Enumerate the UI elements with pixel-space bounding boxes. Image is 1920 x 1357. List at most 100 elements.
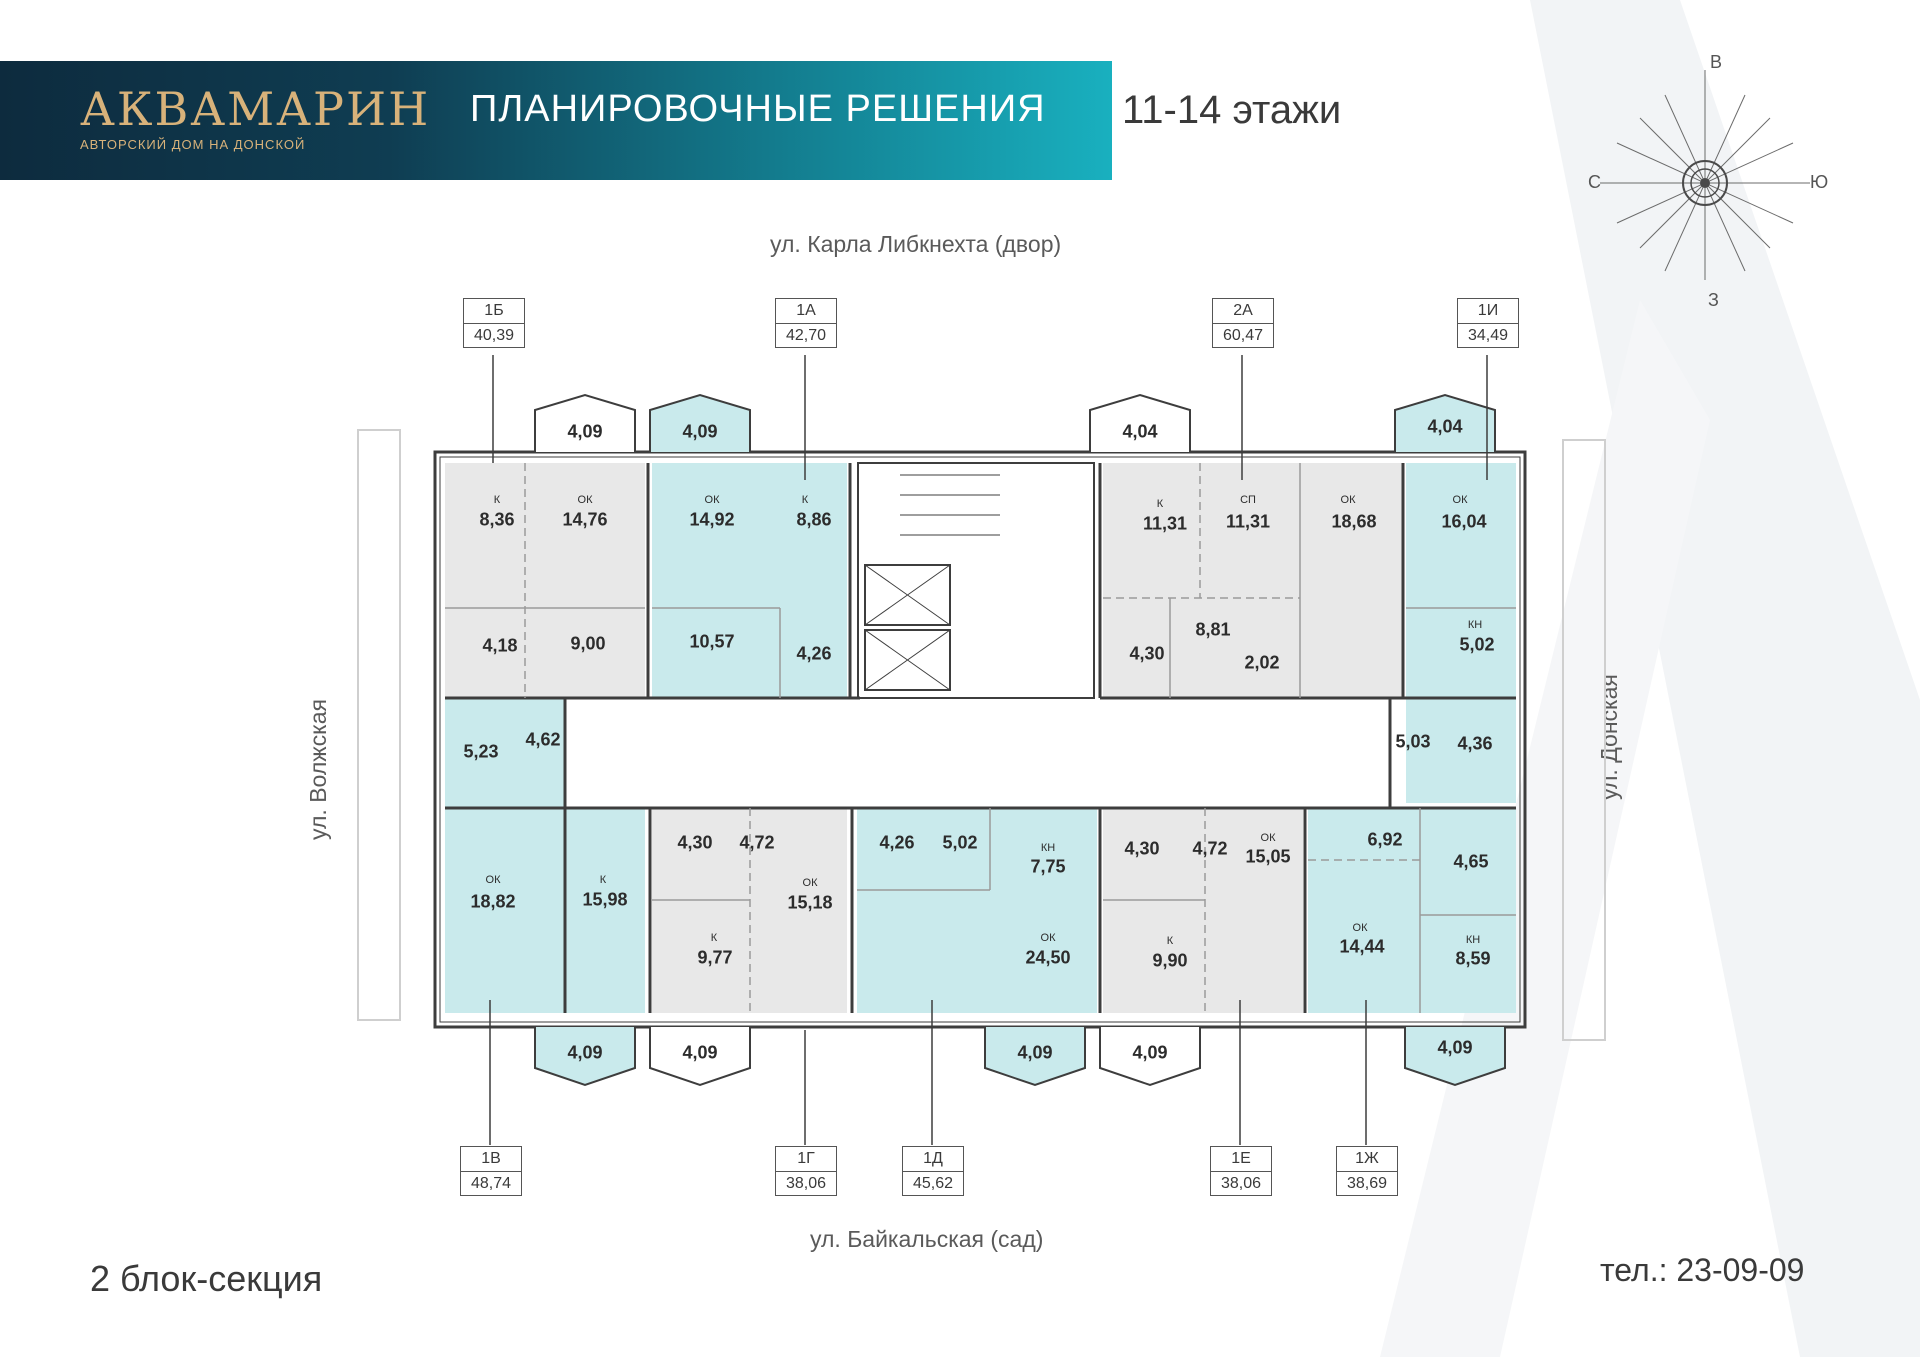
unit-tag-1zh: 1Ж 38,69 [1336,1146,1398,1196]
room-type: ОК [1260,832,1276,844]
room-type: ОК [1040,932,1056,944]
room-area: 4,62 [525,729,561,750]
balcony-bottom-3 [984,1027,1086,1087]
balcony-bottom-2 [649,1027,751,1087]
room-area: 4,30 [1129,643,1165,664]
core [857,462,1095,699]
apt-1v-kitchen-fill [565,808,645,1013]
balcony-area: 4,09 [567,421,603,442]
room-area: 8,36 [479,509,515,530]
room-area: 4,36 [1457,733,1493,754]
header-banner [0,61,1112,180]
room-area: 4,30 [1124,838,1160,859]
balcony-area: 4,09 [682,421,718,442]
brand-subtitle: АВТОРСКИЙ ДОМ НА ДОНСКОЙ [80,137,306,152]
balcony-area: 4,09 [1132,1042,1168,1063]
balcony-top-4 [1394,393,1496,452]
unit-tag-1d: 1Д 45,62 [902,1146,964,1196]
room-area: 9,00 [570,633,606,654]
room-type: ОК [802,877,818,889]
room-type: КН [1467,619,1483,631]
balcony-area: 4,04 [1122,421,1158,442]
apt-1a-fill [652,463,847,698]
walls [433,450,1527,1029]
balconies-top [534,393,1496,452]
floors-label: 11-14 этажи [1122,88,1342,132]
room-area: 8,59 [1455,948,1491,969]
apt-2a-fill [1103,463,1403,698]
room-area: 11,31 [1225,511,1271,532]
room-area: 18,68 [1331,511,1377,532]
unit-tag-1e: 1Е 38,06 [1210,1146,1272,1196]
apt-1b-fill [445,463,645,698]
street-top: ул. Карла Либкнехта (двор) [770,231,1062,257]
interior-lines [445,463,1516,1013]
room-area: 4,26 [879,832,915,853]
room-area: 11,31 [1142,513,1188,534]
room-area: 9,90 [1152,950,1188,971]
balcony-bottom-5 [1404,1027,1506,1087]
apt-1d-fill [857,808,1097,1013]
room-area: 9,77 [697,947,733,968]
room-area: 4,18 [482,635,518,656]
room-area: 4,65 [1453,851,1489,872]
room-type: КН [1465,934,1481,946]
room-type: СП [1240,494,1256,506]
room-type: ОК [1452,494,1468,506]
balcony-bottom-4 [1099,1027,1201,1087]
room-area: 15,05 [1245,846,1291,867]
room-area: 5,23 [463,741,499,762]
balcony-bottom-1 [534,1027,636,1087]
room-area: 5,02 [942,832,978,853]
room-area: 5,02 [1459,634,1495,655]
room-area: 4,72 [1192,838,1228,859]
compass-west: С [1588,172,1601,192]
room-type: К [710,932,718,944]
unit-tag-2a: 2А 60,47 [1212,298,1274,348]
balcony-area: 4,04 [1427,416,1463,437]
balcony-area: 4,09 [1437,1037,1473,1058]
room-area: 6,92 [1367,829,1403,850]
unit-tag-1b: 1Б 40,39 [463,298,525,348]
unit-tag-1a: 1А 42,70 [775,298,837,348]
apt-1e-fill [1103,808,1303,1013]
balcony-area: 4,09 [1017,1042,1053,1063]
room-type: К [493,494,501,506]
balcony-top-1 [534,393,636,452]
room-area: 4,72 [739,832,775,853]
room-area: 7,75 [1030,856,1066,877]
outer-wall [433,450,1527,1029]
street-bottom: ул. Байкальская (сад) [810,1226,1044,1252]
room-area: 14,44 [1339,936,1385,957]
room-area: 18,82 [470,891,516,912]
room-type: К [801,494,809,506]
room-type: ОК [485,874,501,886]
left-neighbor-building [357,429,401,1021]
room-area: 10,57 [689,631,735,652]
room-area: 5,03 [1395,731,1431,752]
room-area: 4,30 [677,832,713,853]
side-buildings [357,429,1606,1041]
room-area: 8,81 [1195,619,1231,640]
balcony-top-2 [649,393,751,452]
apt-1v-fill [445,698,565,1013]
compass-east: Ю [1810,172,1829,192]
unit-tag-1i: 1И 34,49 [1457,298,1519,348]
room-area: 24,50 [1025,947,1071,968]
room-area: 15,18 [787,892,833,913]
elevator-1 [864,564,951,626]
apt-1zh-fill [1308,808,1516,1013]
stair-core [857,462,1095,699]
compass-north: В [1710,52,1723,72]
room-type: К [599,874,607,886]
phone-number: тел.: 23-09-09 [1600,1252,1805,1288]
page-title: ПЛАНИРОВОЧНЫЕ РЕШЕНИЯ [470,88,1046,130]
balconies-bottom [534,1027,1506,1087]
room-type: ОК [577,494,593,506]
room-area: 4,26 [796,643,832,664]
room-area: 15,98 [582,889,628,910]
balcony-area: 4,09 [567,1042,603,1063]
room-type: ОК [1340,494,1356,506]
room-type: К [1166,935,1174,947]
